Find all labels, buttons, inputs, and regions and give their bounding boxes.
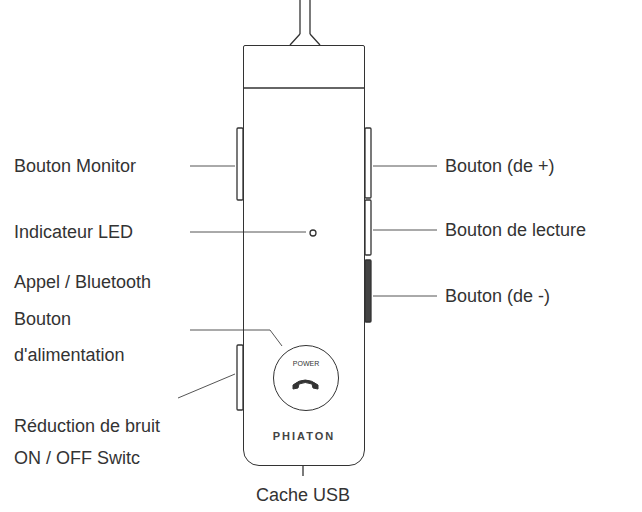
leader-line bbox=[373, 230, 437, 231]
cap-seam bbox=[244, 87, 364, 88]
led-indicator bbox=[310, 230, 316, 236]
brand-name: PHIATON bbox=[244, 430, 364, 443]
leader-line bbox=[190, 330, 282, 346]
part-label: Indicateur LED bbox=[14, 221, 189, 243]
cable bbox=[309, 0, 310, 34]
part-label: Bouton Monitor bbox=[14, 155, 189, 177]
cable-strain-relief bbox=[290, 34, 320, 45]
part-label: Réduction de bruit ON / OFF Switc bbox=[14, 410, 182, 474]
leader-line bbox=[373, 296, 437, 297]
part-label: Bouton de lecture bbox=[445, 219, 635, 241]
part-label: Bouton (de -) bbox=[445, 285, 635, 307]
phone-icon bbox=[274, 346, 337, 409]
leader-line bbox=[190, 232, 306, 233]
leader-line bbox=[178, 374, 235, 398]
part-label-bottom: Cache USB bbox=[243, 484, 363, 506]
leader-line bbox=[190, 166, 235, 167]
part-label: Appel / Bluetooth Bouton d'alimentation bbox=[14, 264, 182, 374]
usb-cover bbox=[302, 466, 303, 476]
minus-button bbox=[365, 260, 371, 322]
leader-line bbox=[373, 166, 437, 167]
plus-button bbox=[365, 128, 371, 198]
device-body: PHIATON POWER bbox=[243, 45, 365, 466]
play-button bbox=[365, 200, 371, 255]
phone-icon bbox=[293, 380, 318, 389]
power-button: POWER bbox=[273, 345, 339, 411]
part-label: Bouton (de +) bbox=[445, 155, 635, 177]
button-text: POWER bbox=[274, 360, 338, 368]
cable bbox=[299, 0, 300, 34]
